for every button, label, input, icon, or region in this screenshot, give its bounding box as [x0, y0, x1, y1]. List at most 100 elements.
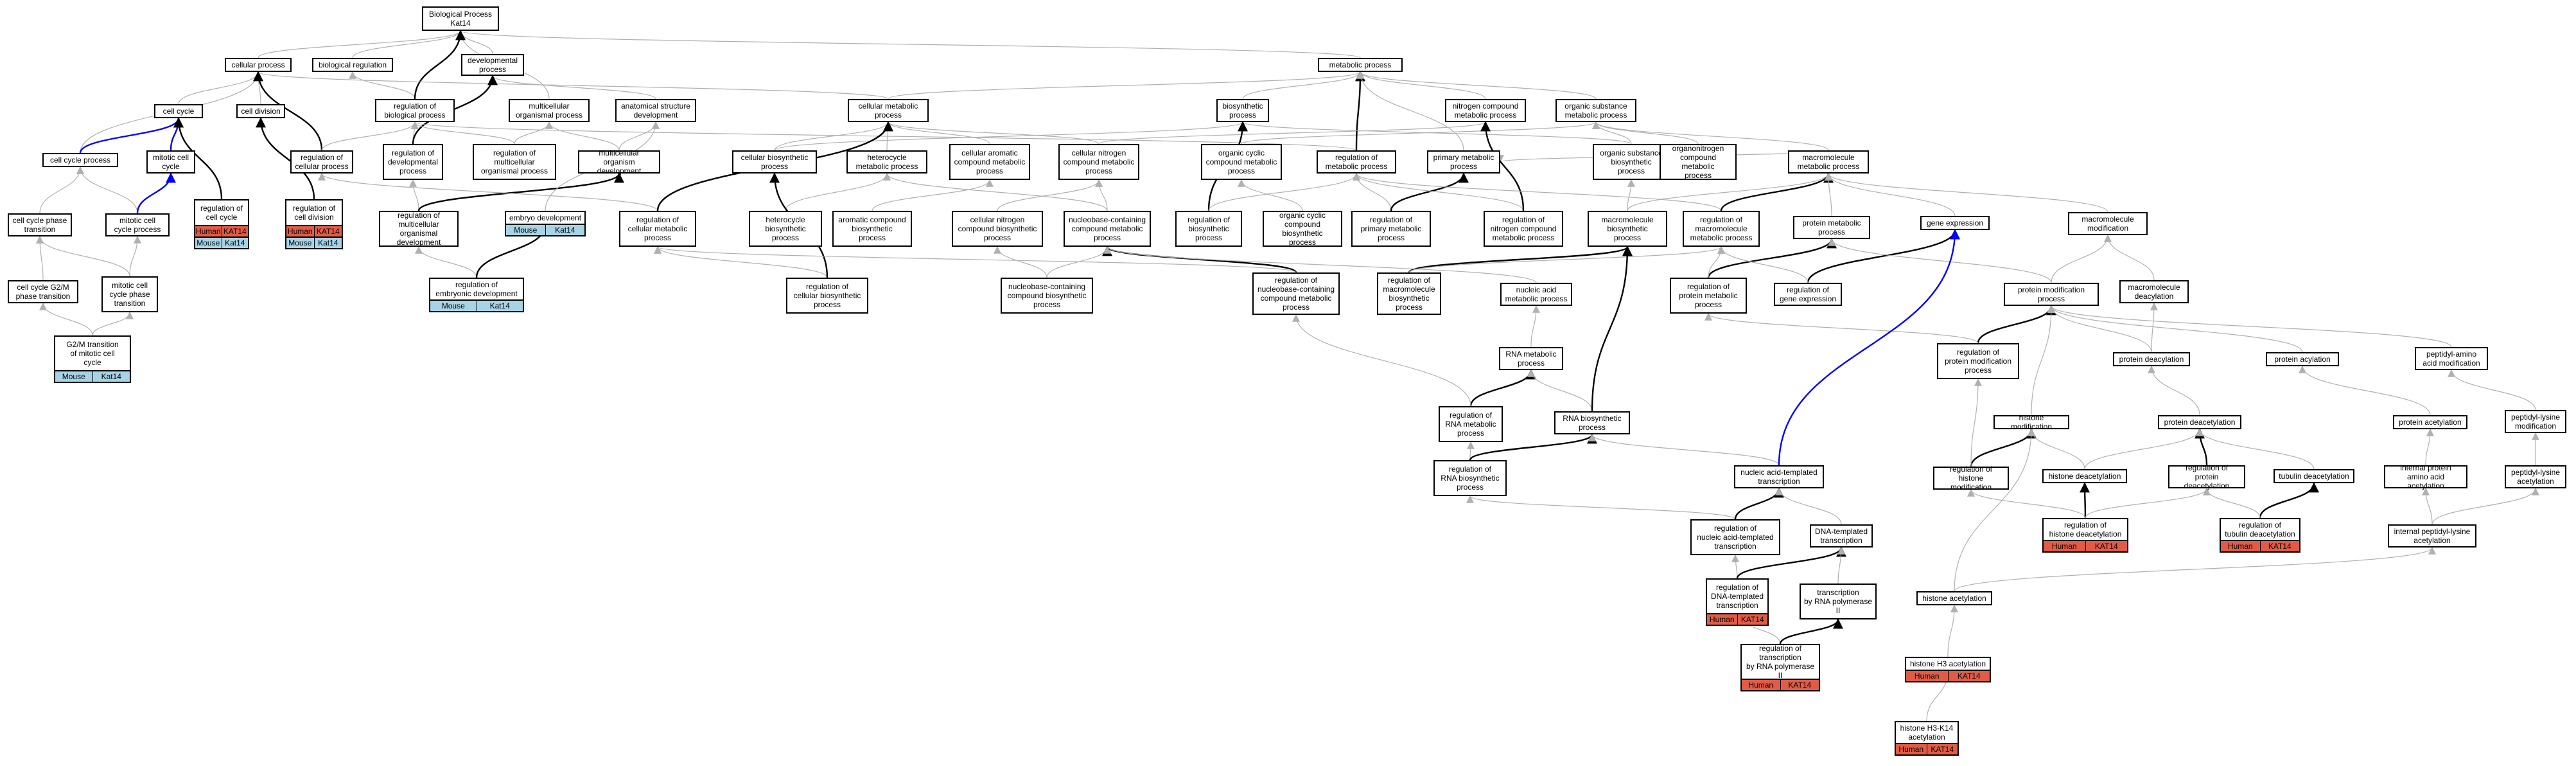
edge-cncbp-to-cncmp: [997, 179, 1103, 211]
edge-rcp-to-cp: [253, 71, 323, 151]
species-label: Mouse: [288, 238, 312, 247]
go-term-node-tdeac: tubulin deacetylation: [2274, 469, 2354, 483]
edge-rhm-to-hm: [1970, 428, 2037, 467]
edge-rpmp-to-pmp: [1390, 172, 1469, 211]
edge-dp-to-root: [457, 30, 493, 55]
species-label: Human: [2051, 542, 2077, 551]
go-term-node-br: biological regulation: [312, 58, 393, 72]
edge-rnatt-to-rrnabp: [1466, 495, 1736, 520]
edge-pac-to-pm: [2047, 305, 2303, 353]
edge-rcc-to-cc: [173, 117, 223, 200]
edge-rnatt-to-natt: [1734, 487, 1784, 520]
edge-tdeac-to-pdeacet: [2196, 428, 2315, 470]
edge-rmop-to-mop: [514, 121, 553, 145]
edge-ccpt-to-ccp: [39, 166, 84, 214]
go-term-node-g2mmcc: G2/M transition of mitotic cell cycle: [54, 335, 131, 371]
go-term-node-mbp: macromolecule biosynthetic process: [1588, 211, 1667, 247]
edge-rdtt-to-dtt: [1736, 546, 1846, 579]
edge-natt-to-rnabp: [1588, 433, 1780, 466]
go-term-node-prmp: protein metabolic process: [1793, 216, 1870, 239]
edge-ncmp-to-mp: [1356, 71, 1486, 100]
go-term-node-ncmp: nitrogen compound metabolic process: [1445, 99, 1526, 122]
edge-pdeac-to-pm: [2047, 305, 2152, 353]
edge-mccpt-to-ccpt: [36, 235, 130, 277]
go-term-node-cg2m: cell cycle G2/M phase transition: [8, 280, 78, 303]
edge-mccp-to-mcc: [136, 172, 176, 214]
edge-ccp-to-cc: [79, 117, 184, 154]
go-term-node-bsp: biosynthetic process: [1216, 99, 1269, 122]
edge-g2mmcc-to-mccpt: [92, 311, 134, 336]
edge-rcp-to-rbp: [321, 121, 419, 151]
go-term-node-rmmp: regulation of macromolecule metabolic pr…: [1683, 211, 1760, 247]
edge-rbp-to-root: [414, 30, 466, 100]
edge-cacmp-to-cmp: [884, 121, 990, 145]
edge-natt-to-ge: [1778, 229, 1960, 466]
edge-mccp-to-ccp: [76, 166, 138, 214]
edge-rmbp-to-rmmp: [1408, 245, 1725, 273]
go-term-node-rnatt: regulation of nucleic acid-templated tra…: [1690, 519, 1780, 555]
edge-rmod-to-mod: [417, 172, 624, 211]
gene-label: Kat14: [221, 238, 249, 248]
edge-rprmp-to-prmp: [1707, 238, 1837, 278]
edge-mbp-to-osbp: [1627, 179, 1635, 211]
species-annotation: Human KAT14: [2042, 541, 2128, 553]
go-term-node-h3a: histone H3 acetylation: [1905, 657, 1991, 671]
go-term-node-rncmp: regulation of nitrogen compound metaboli…: [1484, 211, 1563, 247]
edge-ha-to-hm: [1954, 428, 2035, 592]
species-label: Human: [287, 227, 313, 236]
edge-cg2m-to-ccpt: [36, 235, 44, 281]
go-term-node-osmp: organic substance metabolic process: [1555, 99, 1636, 122]
edge-rtdeac-to-rpdeac: [2203, 487, 2261, 519]
edge-red-to-rmod: [415, 245, 477, 278]
edge-pdeacet-to-pdeac: [2148, 365, 2200, 416]
go-term-node-rbp: regulation of biological process: [375, 99, 455, 122]
edge-ha-to-ipla: [1954, 546, 2436, 592]
gene-label: KAT14: [2085, 541, 2128, 551]
go-term-node-namp: nucleic acid metabolic process: [1500, 283, 1572, 306]
edge-mp-to-root: [457, 30, 1361, 58]
go-term-node-ccpt: cell cycle phase transition: [8, 213, 72, 236]
go-term-node-pdeac: protein deacylation: [2113, 352, 2190, 366]
species-label: Mouse: [62, 372, 85, 381]
edge-rtrnap-to-trnap: [1779, 618, 1843, 645]
species-label: Mouse: [441, 301, 465, 310]
go-term-node-oncmp: organonitrogen compound metabolic proces…: [1660, 144, 1737, 180]
go-term-node-mm: macromolecule modification: [2068, 212, 2148, 235]
edge-rnabp-to-mbp: [1591, 245, 1633, 412]
edge-mdeac-to-mm: [2104, 234, 2155, 281]
go-term-node-acbp: aromatic compound biosynthetic process: [832, 211, 912, 247]
edge-rnabp-to-rnamp: [1527, 369, 1593, 412]
edge-hdeac-to-hm: [2028, 428, 2085, 470]
edge-rhdeac-to-rpdeac: [2085, 487, 2211, 519]
edge-rhdeac-to-rhm: [1967, 488, 2086, 519]
go-term-node-ge: gene expression: [1920, 216, 1990, 230]
edge-pdeac-to-mdeac: [2150, 302, 2158, 353]
edge-rmmp-to-mmp: [1720, 172, 1834, 211]
edge-rpm-to-pm: [1977, 305, 2056, 344]
edge-rnbcmp-to-nbcmp: [1102, 245, 1297, 274]
go-term-node-rge: regulation of gene expression: [1774, 283, 1842, 306]
edge-oncmp-to-osmp: [1592, 121, 1699, 145]
go-term-node-rnamp: RNA metabolic process: [1499, 347, 1563, 370]
go-term-node-rmbp: regulation of macromolecule biosynthetic…: [1377, 272, 1441, 315]
go-term-node-pac: protein acylation: [2266, 352, 2339, 366]
go-term-node-cncmp: cellular nitrogen compound metabolic pro…: [1058, 144, 1139, 180]
go-term-node-hbp: heterocycle biosynthetic process: [749, 211, 822, 247]
edge-rmbp-to-mbp: [1408, 245, 1633, 274]
edge-rbp-to-br: [349, 71, 416, 100]
go-term-node-rdtt: regulation of DNA-templated transcriptio…: [1706, 578, 1769, 614]
go-term-node-cacmp: cellular aromatic compound metabolic pro…: [949, 144, 1030, 180]
go-term-node-rrnabp: regulation of RNA biosynthetic process: [1433, 460, 1507, 496]
go-term-node-occbp: organic cyclic compound biosynthetic pro…: [1263, 211, 1342, 247]
edge-mm-to-mmp: [1825, 172, 2108, 213]
edge-cp-to-root: [258, 30, 464, 58]
edge-plm-to-paam: [2448, 369, 2536, 411]
go-term-node-rnabp: RNA biosynthetic process: [1554, 411, 1630, 434]
species-label: Human: [1709, 615, 1735, 624]
edge-h3a-to-ha: [1947, 604, 1958, 657]
